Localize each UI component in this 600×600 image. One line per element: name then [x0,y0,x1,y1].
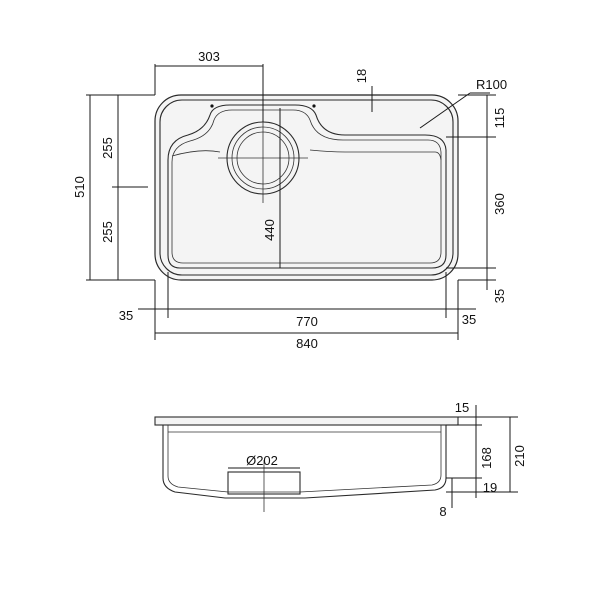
sink-inner-rim [159,99,454,276]
top-view: 303 18 R100 115 360 35 510 255 255 440 [72,49,507,351]
mount-dot-left [210,104,214,108]
dim-255-lower: 255 [100,221,115,243]
basin-contour-outer [167,104,447,269]
dim-440: 440 [262,219,277,241]
dim-35-right: 35 [492,289,507,303]
mount-dot-right [312,104,316,108]
dim-19: 19 [483,480,497,495]
dim-15: 15 [455,400,469,415]
dim-255-upper: 255 [100,137,115,159]
dim-770: 770 [296,314,318,329]
dim-35-left: 35 [119,308,133,323]
dim-115: 115 [492,108,507,129]
sink-outer-rim [154,94,459,281]
side-bowl-inner [167,425,442,493]
side-bowl-outer [162,425,447,499]
dim-d202: Ø202 [246,453,278,468]
dim-840: 840 [296,336,318,351]
dim-168: 168 [479,447,494,469]
dim-360: 360 [492,193,507,215]
dim-303: 303 [198,49,220,64]
side-view: Ø202 15 168 210 19 8 [154,400,527,519]
dim-510: 510 [72,176,87,198]
side-flange [154,416,459,426]
dim-18: 18 [354,69,369,83]
basin-shelf-line [171,149,442,161]
dim-8: 8 [439,504,446,519]
dim-210: 210 [512,445,527,467]
basin-contour-inner [171,109,442,264]
dim-r100: R100 [476,77,507,92]
dim-35-bottom-right: 35 [462,312,476,327]
